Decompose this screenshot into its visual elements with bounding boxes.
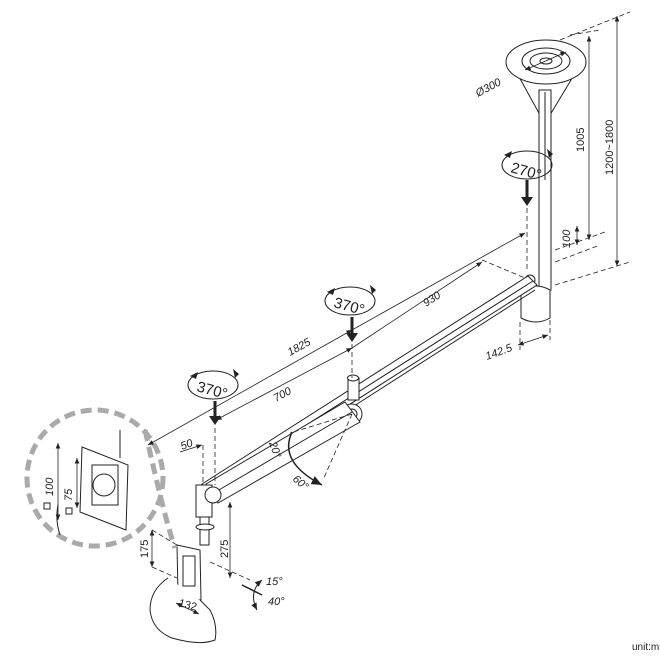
mid-joint-rotation-indicator: 370° (324, 285, 376, 378)
vesa-100-label: 100 (44, 477, 56, 496)
unit-label: unit:mm (632, 642, 660, 653)
arm-tilt-up-label: 20° (266, 439, 284, 460)
arm-length-label: 700 (272, 385, 295, 405)
pole-length-label: 1005 (575, 128, 587, 152)
monitor-dimensions: 275 175 132 15° 40° (139, 502, 285, 615)
plate-width-label: 132 (177, 597, 198, 613)
base-width-label: 142.5 (484, 342, 515, 363)
pole-adjust-label: 100 (561, 229, 573, 248)
total-reach-label: 1825 (286, 336, 314, 359)
monitor-tilt-up-label: 15° (266, 576, 283, 588)
plate-height-label: 175 (139, 540, 151, 558)
end-post (195, 484, 222, 546)
mid-joint-rotation-label: 370° (332, 294, 366, 318)
ceiling-pole (520, 89, 552, 323)
drop-height-label: 275 (219, 540, 231, 558)
plate-diameter-label: Ø300 (473, 76, 504, 100)
height-range-label: 1200~1800 (604, 120, 616, 175)
offset-label: 50 (179, 437, 195, 453)
monitor-tilt-down-label: 40° (268, 596, 285, 608)
vesa-plate (149, 544, 217, 644)
vesa-detail-callout: 100 75 (24, 407, 178, 549)
end-joint-rotation-label: 370° (195, 378, 229, 402)
vesa-75-label: 75 (63, 488, 75, 501)
beam-outer-label: 930 (421, 289, 444, 310)
